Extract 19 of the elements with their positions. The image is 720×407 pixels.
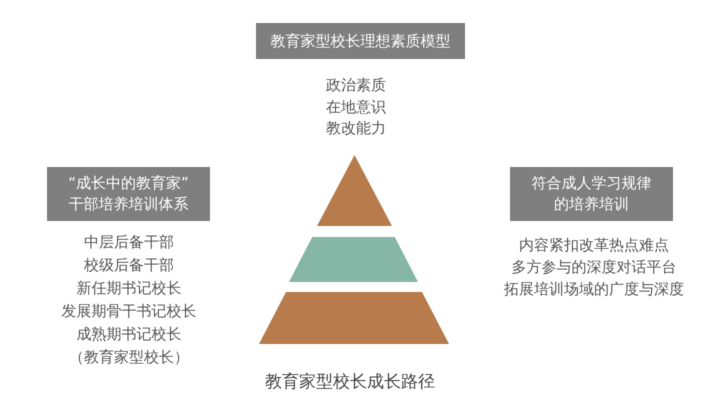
list-item: 内容紧扣改革热点难点 <box>519 235 669 255</box>
caption: 教育家型校长成长路径 <box>265 372 435 392</box>
list-item: 拓展培训场域的广度与深度 <box>504 279 684 299</box>
list-item: 中层后备干部 <box>84 232 174 252</box>
list-item: 教改能力 <box>326 118 386 138</box>
list-item: 发展期骨干书记校长 <box>62 301 196 321</box>
list-item: 新任期书记校长 <box>76 278 182 298</box>
section-header: 教育家型校长理想素质模型 <box>256 23 465 59</box>
list-item: 在地意识 <box>326 96 386 116</box>
list-item: 成熟期书记校长 <box>76 324 182 344</box>
pyramid-middle-tier <box>289 237 418 282</box>
list-item: 校级后备干部 <box>84 255 174 275</box>
list-item: 多方参与的深度对话平台 <box>512 257 676 277</box>
list-item: 政治素质 <box>326 75 386 95</box>
section-header: 符合成人学习规律的培养培训 <box>510 167 673 221</box>
pyramid-base-tier <box>259 292 449 344</box>
list-item: （教育家型校长） <box>69 347 189 367</box>
pyramid-apex <box>317 155 392 226</box>
section-header: “成长中的教育家”干部培养培训体系 <box>47 167 210 221</box>
